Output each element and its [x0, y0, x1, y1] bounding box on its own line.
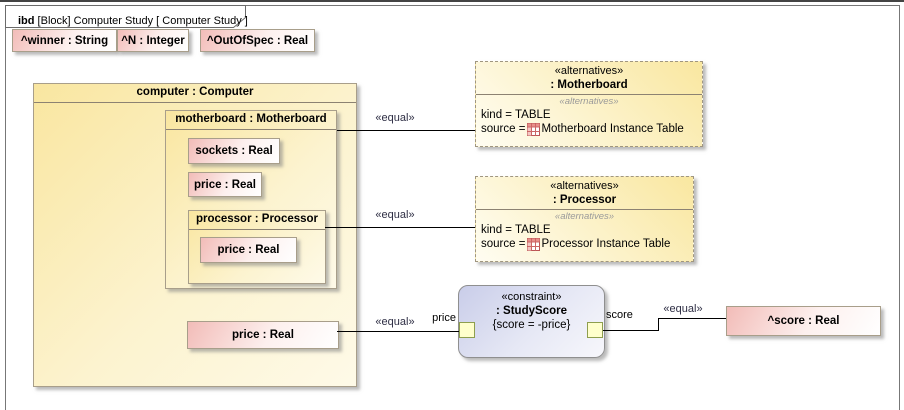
alternatives-motherboard-source-prefix: source =	[481, 123, 526, 135]
diagram-title-label: [Block] Computer Study [ Computer Study …	[34, 15, 248, 27]
alternatives-motherboard-stereotype: «alternatives»	[554, 65, 624, 77]
alternatives-motherboard-kind: kind = TABLE	[481, 109, 551, 121]
diagram-tab[interactable]: ibd [Block] Computer Study [ Computer St…	[5, 5, 248, 29]
connector-equal-score-seg3[interactable]	[658, 318, 726, 319]
alternatives-processor-header: «alternatives» : Processor	[476, 177, 693, 210]
alternatives-motherboard-inner-stereotype: «alternatives»	[559, 96, 619, 107]
constraint-stereotype: «constraint»	[501, 291, 562, 303]
alternatives-processor-inner-stereotype: «alternatives»	[554, 211, 615, 222]
value-sockets[interactable]: sockets : Real	[188, 138, 280, 164]
value-price-computer-label: price : Real	[232, 329, 294, 341]
value-price-computer[interactable]: price : Real	[187, 321, 339, 349]
connector-equal-score-seg2[interactable]	[658, 318, 659, 331]
connector-equal-motherboard[interactable]	[337, 130, 475, 131]
connector-equal-score-seg1[interactable]	[602, 330, 659, 331]
diagram-tab-shape	[5, 5, 246, 28]
value-price-processor[interactable]: price : Real	[200, 237, 297, 263]
equal-label-motherboard: «equal»	[375, 112, 415, 124]
part-computer-title: computer : Computer	[34, 84, 356, 103]
equal-label-price: «equal»	[375, 316, 415, 328]
value-price-motherboard-label: price : Real	[194, 178, 256, 191]
alternatives-processor[interactable]: «alternatives» : Processor «alternatives…	[475, 176, 694, 262]
flow-property-winner-label: ^winner : String	[20, 34, 109, 47]
diagram-kind-label: ibd	[18, 15, 35, 27]
alternatives-motherboard[interactable]: «alternatives» : Motherboard «alternativ…	[475, 61, 703, 147]
alternatives-processor-source: source = Processor Instance Table	[476, 237, 693, 251]
value-price-motherboard[interactable]: price : Real	[188, 172, 262, 197]
constraint-name: : StudyScore	[496, 305, 567, 317]
part-motherboard-title: motherboard : Motherboard	[166, 111, 336, 130]
port-score[interactable]	[587, 322, 603, 338]
equal-label-score: «equal»	[663, 303, 703, 315]
table-icon	[527, 122, 541, 136]
alternatives-processor-name: : Processor	[552, 194, 617, 206]
value-score-label: ^score : Real	[767, 315, 840, 327]
table-icon	[527, 237, 541, 251]
part-processor-title: processor : Processor	[189, 211, 325, 230]
alternatives-processor-source-name: Processor Instance Table	[541, 238, 671, 250]
value-sockets-label: sockets : Real	[195, 145, 273, 157]
alternatives-motherboard-name: : Motherboard	[550, 79, 628, 91]
flow-property-outofspec-label: ^OutOfSpec : Real	[206, 34, 309, 47]
port-score-label: score	[606, 309, 633, 321]
flow-property-n-label: ^N : Integer	[121, 34, 185, 47]
window-top-edge	[0, 0, 904, 2]
alternatives-motherboard-source-name: Motherboard Instance Table	[541, 123, 684, 135]
flow-property-n[interactable]: ^N : Integer	[117, 29, 189, 52]
connector-equal-price[interactable]	[337, 331, 459, 332]
alternatives-processor-stereotype: «alternatives»	[550, 180, 619, 192]
alternatives-motherboard-header: «alternatives» : Motherboard	[476, 62, 702, 95]
value-score[interactable]: ^score : Real	[726, 306, 881, 336]
flow-property-outofspec[interactable]: ^OutOfSpec : Real	[200, 29, 315, 52]
alternatives-processor-kind: kind = TABLE	[481, 224, 551, 236]
part-computer[interactable]: computer : Computer motherboard : Mother…	[33, 83, 357, 387]
diagram-tab-label: ibd [Block] Computer Study [ Computer St…	[18, 15, 248, 27]
port-price-label: price	[432, 312, 456, 324]
part-motherboard[interactable]: motherboard : Motherboard sockets : Real…	[165, 110, 337, 289]
value-price-processor-label: price : Real	[217, 244, 280, 256]
alternatives-motherboard-source: source = Motherboard Instance Table	[476, 122, 702, 136]
port-price[interactable]	[459, 322, 475, 338]
constraint-studyscore[interactable]: «constraint» : StudyScore {score = -pric…	[458, 285, 605, 358]
flow-property-winner[interactable]: ^winner : String	[12, 29, 117, 52]
constraint-expression: {score = -price}	[492, 319, 571, 331]
connector-equal-processor[interactable]	[325, 227, 475, 228]
alternatives-processor-source-prefix: source =	[481, 238, 526, 250]
diagram-frame	[5, 5, 900, 410]
equal-label-processor: «equal»	[375, 209, 415, 221]
part-processor[interactable]: processor : Processor price : Real	[188, 210, 326, 284]
